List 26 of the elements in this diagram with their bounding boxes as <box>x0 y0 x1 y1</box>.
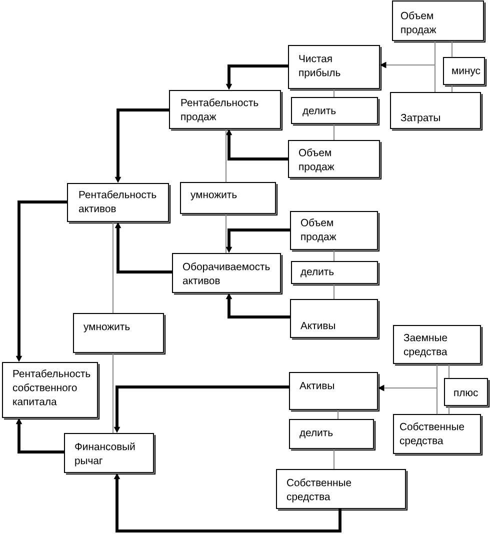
indicator-box: Рентабельность собственного капитала <box>2 362 100 420</box>
indicator-box: Оборачиваемость активов <box>172 253 283 295</box>
connector-line <box>448 364 450 378</box>
indicator-box: Заемные средства <box>393 325 483 366</box>
indicator-box: Собственные средства <box>393 414 483 456</box>
indicator-box: Рентабельность продаж <box>169 90 283 131</box>
connector-line <box>112 222 114 314</box>
connector-line <box>112 352 114 434</box>
indicator-box: Активы <box>289 372 380 412</box>
operation-box: умножить <box>180 182 278 216</box>
indicator-box: Объем продаж <box>288 140 382 180</box>
operation-box: делить <box>291 97 380 126</box>
indicator-box: Объем продаж <box>290 211 380 252</box>
operation-box: делить <box>291 261 380 286</box>
operation-box: делить <box>289 419 376 451</box>
indicator-box: Затраты <box>390 92 483 131</box>
indicator-box: Рентабельность активов <box>67 183 171 224</box>
indicator-box: Финансовый рычаг <box>64 433 156 475</box>
indicator-box: Чистая прибыль <box>288 45 382 91</box>
operation-box: умножить <box>73 313 166 355</box>
indicator-box: Объем продаж <box>392 0 486 43</box>
indicator-box: Собственные средства <box>276 469 408 511</box>
indicator-box: Активы <box>290 299 380 340</box>
connector-line <box>448 406 450 414</box>
operation-box: минус <box>443 57 487 87</box>
operation-box: плюс <box>444 378 490 408</box>
